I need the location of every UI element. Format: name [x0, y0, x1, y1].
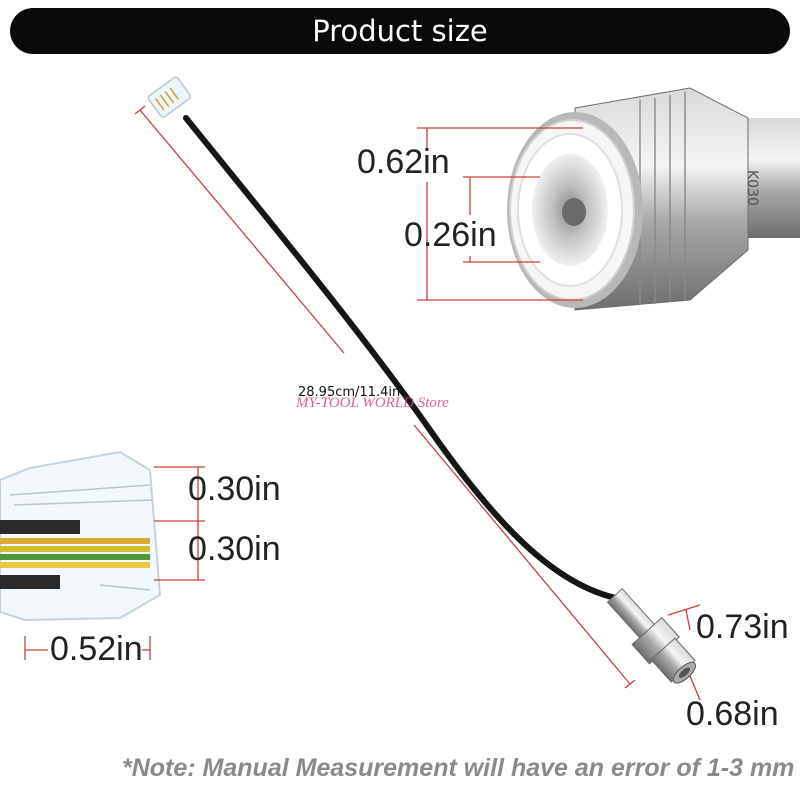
cable-length-label: 28.95cm/11.4in — [298, 385, 401, 400]
dimension-lines — [24, 105, 701, 701]
fitting-top-label: 0.73in — [696, 608, 789, 646]
plug-width-label: 0.52in — [50, 630, 143, 668]
header-title: Product size — [312, 14, 488, 48]
header-bar: Product size — [10, 8, 790, 54]
outer-diameter-label: 0.62in — [357, 143, 450, 181]
plug-height-bottom-label: 0.30in — [188, 530, 281, 568]
small-sensor — [606, 588, 697, 684]
cable-assembly — [147, 76, 629, 603]
sensor-closeup: K030 — [507, 87, 800, 311]
plug-closeup — [0, 450, 162, 622]
inner-diameter-label: 0.26in — [404, 216, 497, 254]
measurement-note: *Note: Manual Measurement will have an e… — [122, 754, 795, 782]
svg-text:K030: K030 — [744, 170, 760, 206]
store-watermark: MY-TOOL WORLD Store — [296, 395, 449, 411]
fitting-bottom-label: 0.68in — [686, 695, 779, 733]
plug-height-top-label: 0.30in — [188, 470, 281, 508]
